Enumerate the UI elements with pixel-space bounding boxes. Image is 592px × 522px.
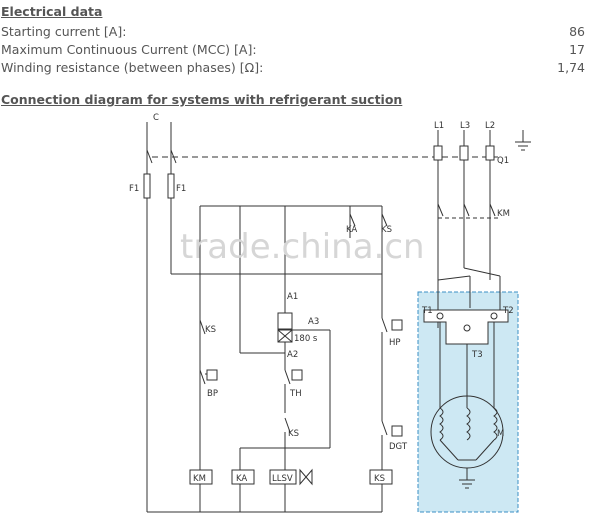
label-bp: BP: [207, 389, 218, 399]
label-km-right: KM: [497, 209, 510, 219]
label-t1: T1: [421, 306, 433, 316]
label-l1: L1: [434, 121, 444, 131]
spec-label: Winding resistance (between phases) [Ω]:: [1, 60, 264, 75]
label-km-coil: KM: [193, 474, 206, 484]
label-f1-right: F1: [176, 184, 186, 194]
label-t3: T3: [471, 350, 483, 360]
label-m: M: [497, 429, 504, 439]
label-ks-left: KS: [205, 325, 216, 335]
spec-row-mcc: Maximum Continuous Current (MCC) [A]: 17: [1, 42, 585, 57]
label-q1: Q1: [497, 156, 509, 166]
electrical-data-heading: Electrical data: [1, 4, 103, 19]
spec-label: Starting current [A]:: [1, 24, 127, 39]
spec-row-starting-current: Starting current [A]: 86: [1, 24, 585, 39]
label-dgt: DGT: [389, 442, 408, 452]
label-hp: HP: [389, 338, 401, 348]
label-ks-top: KS: [381, 225, 392, 235]
label-th: TH: [289, 389, 302, 399]
label-llsv-coil: LLSV: [272, 474, 293, 484]
label-a1: A1: [287, 292, 298, 302]
label-c: C: [153, 113, 159, 123]
connection-diagram-heading: Connection diagram for systems with refr…: [1, 92, 403, 107]
label-f1-left: F1: [129, 184, 139, 194]
label-t2: T2: [502, 306, 514, 316]
label-l3: L3: [460, 121, 470, 131]
spec-value: 17: [569, 42, 585, 57]
label-ka-coil: KA: [236, 474, 247, 484]
label-ka-top: KA: [346, 225, 357, 235]
spec-row-winding-resistance: Winding resistance (between phases) [Ω]:…: [1, 60, 585, 75]
watermark-text: trade.china.cn: [180, 227, 425, 267]
label-a3: A3: [308, 317, 319, 327]
spec-value: 1,74: [557, 60, 585, 75]
spec-label: Maximum Continuous Current (MCC) [A]:: [1, 42, 257, 57]
label-ks-mid: KS: [288, 429, 299, 439]
label-timer: 180 s: [294, 334, 318, 344]
label-l2: L2: [485, 121, 495, 131]
spec-value: 86: [569, 24, 585, 39]
label-ks-coil: KS: [374, 474, 385, 484]
label-a2: A2: [287, 350, 298, 360]
connection-diagram: C F1 F1 KA KS A1 A3 180 s A2 KS BP TH KS…: [129, 113, 531, 513]
